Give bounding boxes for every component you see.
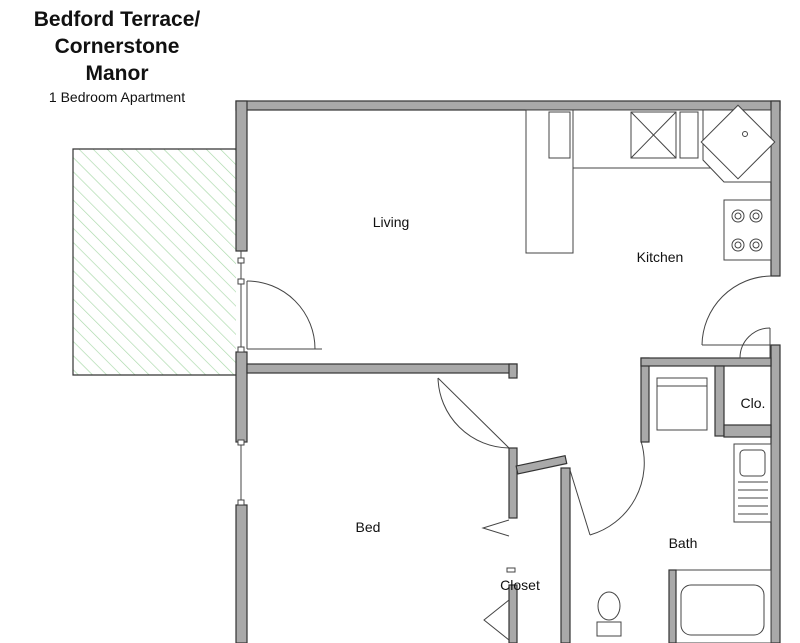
closet-bifold-lower — [483, 599, 510, 641]
wall-left-upper — [235, 100, 248, 252]
burner-icon — [749, 209, 763, 223]
kitchen-sink-icon — [700, 104, 776, 180]
closet-rod-mark — [506, 567, 516, 573]
wall-stub — [508, 363, 518, 379]
burner-icon — [731, 238, 745, 252]
subtitle: 1 Bedroom Apartment — [48, 89, 186, 105]
burner-icon — [752, 241, 760, 249]
title-line-1: Bedford Terrace/ — [33, 8, 201, 31]
wall-laundry-top — [640, 357, 772, 367]
wall-top — [235, 100, 781, 111]
closet-bifold-upper — [481, 519, 510, 537]
burner-icon — [752, 212, 760, 220]
bath-sink-icon — [739, 449, 766, 477]
bathtub-basin — [680, 584, 765, 636]
room-label-bath: Bath — [669, 535, 698, 551]
clo-door-swing — [739, 327, 771, 359]
wall-bath-left — [560, 467, 571, 643]
window-jamb — [237, 499, 245, 506]
cabinet — [679, 111, 699, 159]
cabinet — [548, 111, 571, 159]
wall-clo-left — [714, 365, 725, 437]
room-label-closet: Closet — [500, 577, 540, 593]
room-label-living: Living — [373, 214, 410, 230]
patio-border — [72, 148, 236, 376]
wall-right-lower — [770, 344, 781, 643]
room-label-clo: Clo. — [741, 395, 766, 411]
wall-closet-lower — [508, 584, 518, 643]
opening-jamb — [237, 257, 245, 264]
wall-living-bed — [246, 363, 518, 374]
title-line-2: Cornerstone — [54, 35, 180, 58]
bath-door-leaf — [569, 469, 591, 536]
bedroom-door-leaf — [437, 377, 510, 449]
patio-door-swing — [246, 280, 316, 350]
bedroom-door-swing — [437, 377, 510, 449]
wall-closet-upper — [508, 447, 518, 519]
burner-icon — [734, 241, 742, 249]
bath-door-swing — [589, 440, 645, 536]
window-jamb — [237, 439, 245, 446]
toilet-icon — [597, 591, 621, 621]
opening-jamb — [237, 346, 245, 353]
burner-icon — [731, 209, 745, 223]
dishwasher-cross — [630, 111, 677, 159]
washer-dryer — [656, 377, 708, 431]
stove-icon — [723, 199, 772, 261]
wall-left-middle — [235, 351, 248, 443]
burner-icon — [734, 212, 742, 220]
wall-clo-bottom — [723, 424, 772, 438]
burner-icon — [749, 238, 763, 252]
toilet-tank — [596, 621, 622, 637]
opening-jamb — [237, 278, 245, 285]
wall-tub-end — [668, 569, 677, 643]
title-block: Bedford Terrace/ Cornerstone Manor 1 Bed… — [0, 6, 234, 107]
patio-area — [73, 149, 236, 375]
room-label-kitchen: Kitchen — [637, 249, 684, 265]
kitchen-door-swing — [701, 275, 772, 346]
wall-closet-angled — [515, 454, 568, 475]
title-line-3: Manor — [85, 62, 149, 85]
wall-laundry-left — [640, 357, 650, 443]
room-label-bed: Bed — [356, 519, 381, 535]
wall-left-lower — [235, 504, 248, 643]
faucet-icon — [742, 131, 748, 137]
wall-right-upper — [770, 100, 781, 277]
